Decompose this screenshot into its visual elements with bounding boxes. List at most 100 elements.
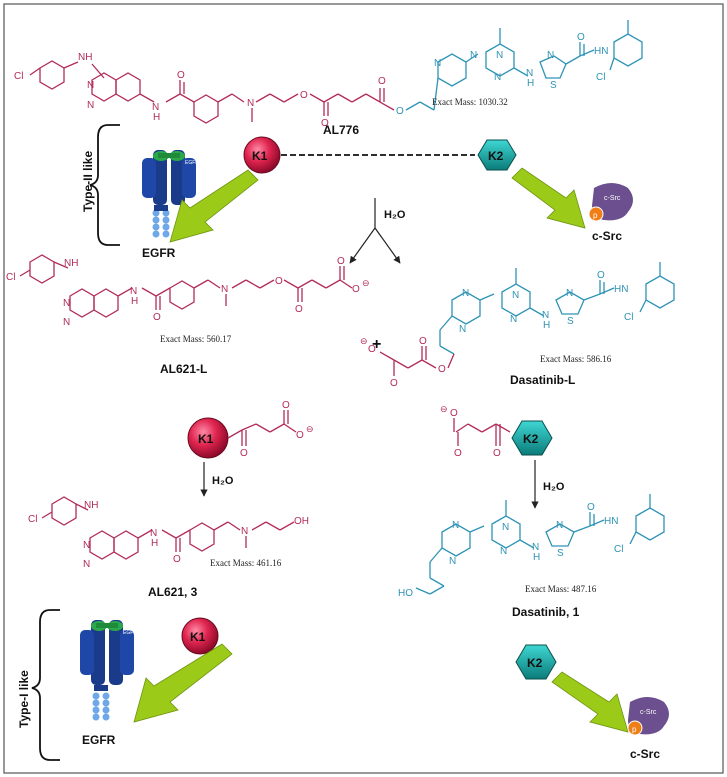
svg-text:c-Src: c-Src xyxy=(640,709,657,716)
arrow-k1-to-egfr xyxy=(169,169,259,243)
svg-text:N: N xyxy=(83,540,90,551)
svg-text:O: O xyxy=(390,378,398,389)
svg-text:N: N xyxy=(526,68,533,79)
svg-text:O: O xyxy=(153,312,161,323)
svg-text:H: H xyxy=(151,538,158,549)
egfr-label-bottom: EGFR xyxy=(82,733,116,747)
svg-text:K1: K1 xyxy=(198,432,214,446)
svg-text:O: O xyxy=(368,344,376,355)
svg-text:p: p xyxy=(632,725,637,734)
svg-text:N: N xyxy=(502,522,509,533)
k2-hex-bottom: K2 xyxy=(515,644,557,680)
al776-structure: Cl NH N N N H O N O O O O N N N N N H N … xyxy=(14,20,643,137)
svg-text:HN: HN xyxy=(614,284,628,295)
svg-text:Cl: Cl xyxy=(28,514,37,525)
svg-text:H₂O: H₂O xyxy=(543,481,565,493)
egfr-receptor-top: EGFR EGFR xyxy=(142,150,199,260)
k1-ball-top: K1 xyxy=(243,136,281,174)
svg-text:N: N xyxy=(512,290,519,301)
svg-text:S: S xyxy=(550,80,557,91)
svg-text:N: N xyxy=(547,50,554,61)
svg-text:O: O xyxy=(352,284,360,295)
svg-text:⊖: ⊖ xyxy=(306,424,314,434)
svg-text:K2: K2 xyxy=(527,656,543,670)
svg-text:S: S xyxy=(557,548,564,559)
svg-text:O: O xyxy=(378,76,386,87)
k1-ball-bottom: K1 xyxy=(181,617,219,655)
svg-text:K2: K2 xyxy=(523,432,539,446)
al621-3-structure: Cl NH N N N H O N OH Exact Mass: 461.16 … xyxy=(28,496,309,599)
svg-text:O: O xyxy=(173,554,181,565)
svg-text:N: N xyxy=(221,284,228,295)
svg-text:S: S xyxy=(567,316,574,327)
al621l-mass: Exact Mass: 560.17 xyxy=(160,334,232,344)
svg-text:NH: NH xyxy=(78,52,92,63)
svg-text:N: N xyxy=(87,80,94,91)
svg-text:EGFR: EGFR xyxy=(185,160,199,166)
svg-text:H₂O: H₂O xyxy=(212,475,234,487)
svg-text:HN: HN xyxy=(604,516,618,527)
svg-text:⊖: ⊖ xyxy=(362,278,370,288)
hydrolysis-split-arrow: H₂O xyxy=(349,198,406,264)
svg-text:O: O xyxy=(300,90,308,101)
al621-3-mass: Exact Mass: 461.16 xyxy=(210,558,282,568)
svg-text:K2: K2 xyxy=(488,149,504,163)
svg-text:N: N xyxy=(452,520,459,531)
arrow-k2-to-csrc xyxy=(511,167,586,229)
al621-3-label: AL621, 3 xyxy=(148,585,198,599)
svg-text:N: N xyxy=(150,528,157,539)
svg-text:N: N xyxy=(470,50,477,61)
svg-text:H: H xyxy=(131,296,138,307)
svg-text:N: N xyxy=(63,298,70,309)
dasatinibl-mass: Exact Mass: 586.16 xyxy=(540,354,612,364)
svg-text:O: O xyxy=(396,106,404,117)
dasatinib-1-label: Dasatinib, 1 xyxy=(512,605,580,619)
egfr-receptor-bottom: EGFR EGFR xyxy=(80,620,137,747)
svg-text:N: N xyxy=(434,58,441,69)
svg-text:Cl: Cl xyxy=(6,272,15,283)
svg-text:N: N xyxy=(494,72,501,83)
al621l-structure: Cl NH N N N H O N O O O O ⊖ Exact Mass: … xyxy=(6,254,370,376)
svg-text:N: N xyxy=(449,556,456,567)
svg-text:N: N xyxy=(241,526,248,537)
svg-text:N: N xyxy=(510,314,517,325)
svg-text:OH: OH xyxy=(294,516,309,527)
svg-text:O: O xyxy=(177,70,185,81)
svg-text:O: O xyxy=(295,304,303,315)
svg-text:O: O xyxy=(438,364,446,375)
csrc-bottom: c-Src p c-Src xyxy=(627,697,669,761)
svg-text:N: N xyxy=(130,286,137,297)
svg-text:O: O xyxy=(321,118,329,129)
svg-text:N: N xyxy=(532,542,539,553)
svg-text:O: O xyxy=(419,336,427,347)
svg-text:O: O xyxy=(450,408,458,419)
csrc-top: c-Src p c-Src xyxy=(588,183,633,243)
svg-text:N: N xyxy=(83,559,90,570)
svg-text:H: H xyxy=(533,552,540,563)
svg-text:p: p xyxy=(593,211,598,220)
plus-sign: + xyxy=(372,336,381,353)
svg-text:N: N xyxy=(152,102,159,113)
svg-text:O: O xyxy=(577,32,585,43)
egfr-label-top: EGFR xyxy=(142,246,176,260)
svg-text:H₂O: H₂O xyxy=(384,209,406,221)
svg-text:O: O xyxy=(597,270,605,281)
al776-label: AL776 xyxy=(323,123,359,137)
al621l-label: AL621-L xyxy=(160,362,207,376)
svg-text:H: H xyxy=(153,112,160,123)
arrow-k2-to-csrc-bottom xyxy=(551,671,629,733)
dasatinib-1-structure: N N N N N H N S O HN Cl HO Exact Mass: 4… xyxy=(398,494,665,619)
svg-text:H: H xyxy=(527,78,534,89)
svg-text:N: N xyxy=(462,288,469,299)
svg-text:N: N xyxy=(459,324,466,335)
dasatinibl-label: Dasatinib-L xyxy=(510,373,575,387)
svg-text:K1: K1 xyxy=(190,630,206,644)
svg-text:N: N xyxy=(556,520,563,531)
svg-text:EGFR: EGFR xyxy=(123,630,137,636)
hydrolysis-arrow-right: H₂O xyxy=(531,460,565,509)
al776-mass: Exact Mass: 1030.32 xyxy=(432,97,508,107)
dasatinibl-structure: N N N N N H N S O HN Cl O O O O ⊖ Exact … xyxy=(360,262,675,389)
csrc-label-top: c-Src xyxy=(592,229,622,243)
svg-text:O: O xyxy=(587,502,595,513)
